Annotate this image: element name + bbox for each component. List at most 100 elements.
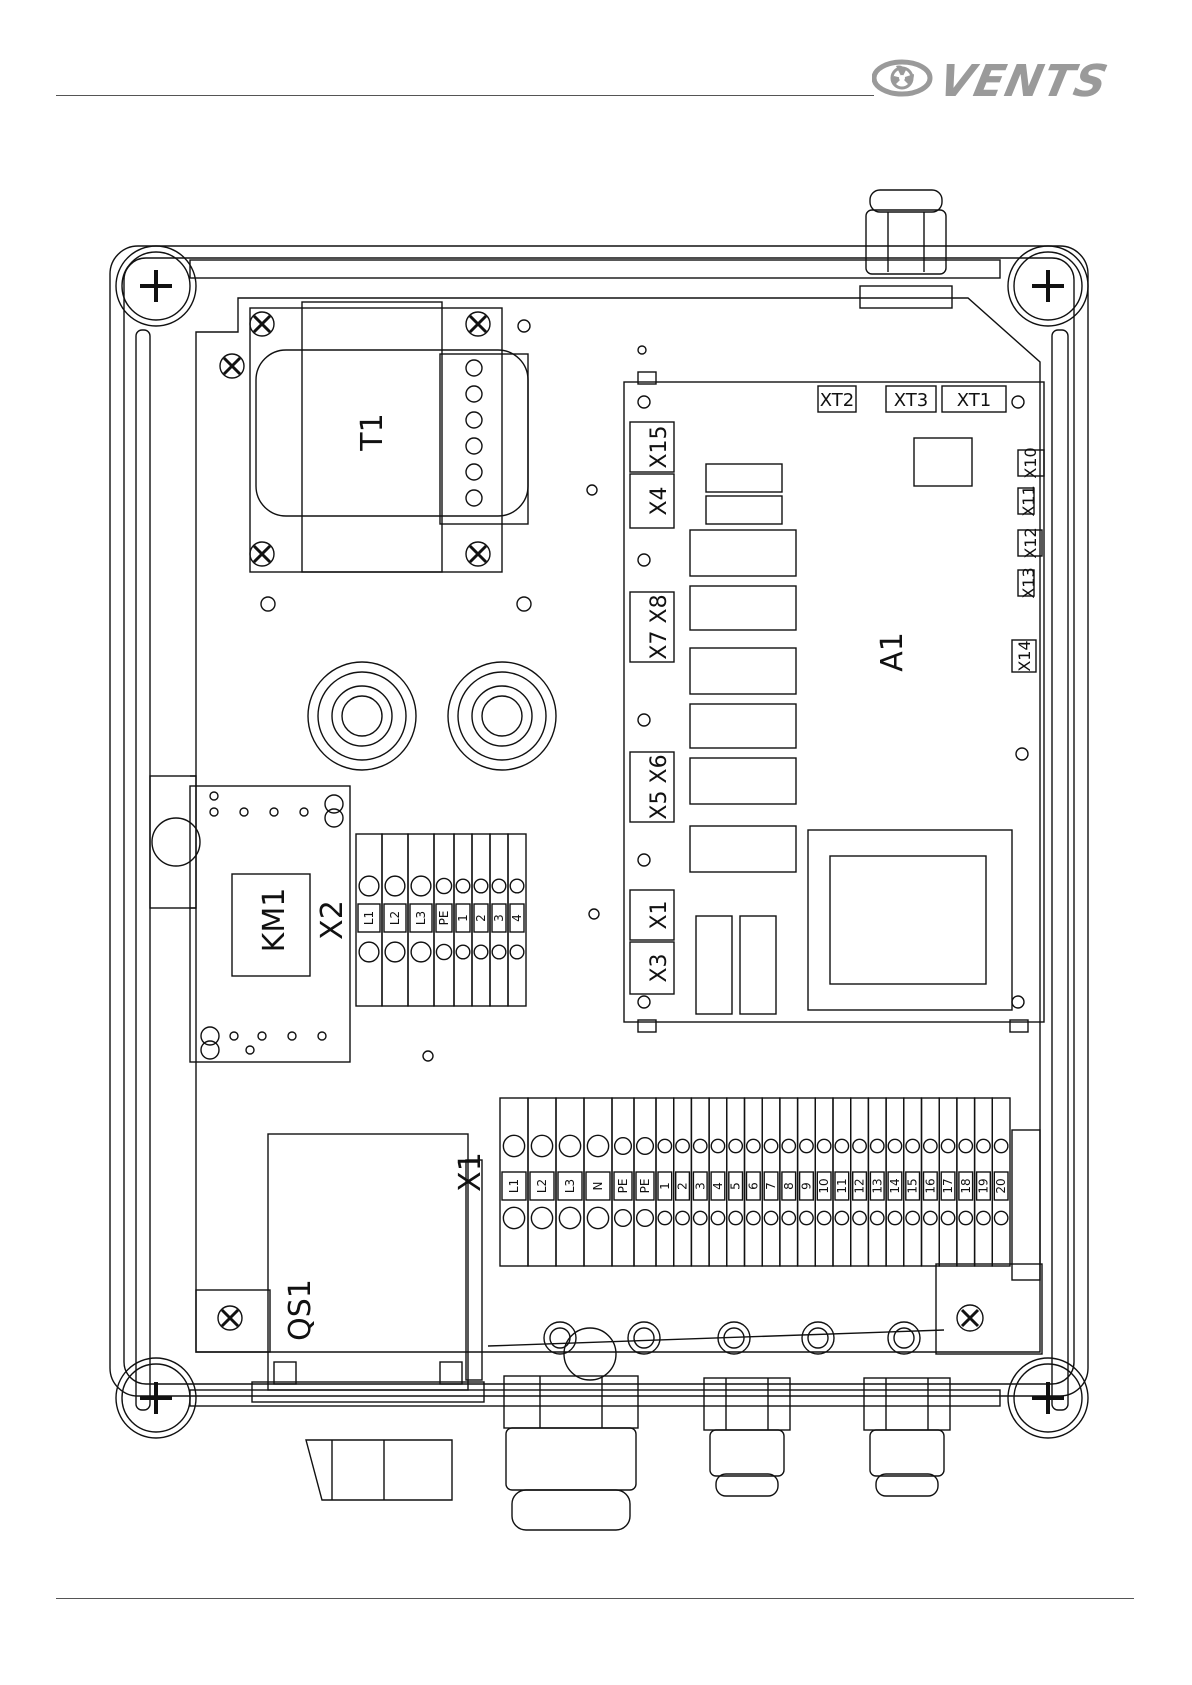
x1-terminal-label: 2 [676,1182,690,1190]
x1-terminal-label: 19 [976,1178,990,1193]
x2-terminal: L1 [356,834,382,1006]
x1-terminal-label: 6 [746,1182,760,1190]
x1-terminal-label: 20 [994,1178,1008,1193]
x1-terminal: 6 [745,1098,763,1266]
transformer-terminal-dots [466,360,482,506]
x1-terminal: 1 [656,1098,674,1266]
x1-terminal: 7 [762,1098,780,1266]
control-board-a1: XT2 XT3 XT1 X15 X4 X7 X8 X5 X6 X1 X3 X10… [624,346,1044,1032]
din-rail-vertical [150,776,196,908]
x1-terminal-label: 17 [941,1178,955,1193]
x1-terminal: 20 [992,1098,1010,1266]
corner-screw-icon [1008,1358,1088,1438]
x2-terminal: L2 [382,834,408,1006]
x1-terminal-label: N [591,1182,605,1191]
x1-terminal: 19 [975,1098,993,1266]
board-mounting-holes [638,346,1028,1008]
label-x1: X1 [453,1152,488,1192]
x1-terminal: L3 [556,1098,584,1266]
x2-terminal-label: 3 [492,914,506,922]
x1-terminal-label: 7 [764,1182,778,1190]
x1-terminal: 5 [727,1098,745,1266]
x1-terminal: 12 [851,1098,869,1266]
board-transformer [808,830,1012,1010]
x2-terminal: 1 [454,834,472,1006]
x1-terminal: N [584,1098,612,1266]
x2-terminal-label: 1 [456,914,470,922]
corner-screws [116,246,1088,1438]
board-relays [690,438,972,1014]
enclosure-side-rail-left [136,330,150,1410]
bottom-gland-nuts [488,1322,944,1380]
grommet-left [308,662,416,770]
enclosure-lid-seal-bottom [190,1390,1000,1406]
grommet-right [448,662,556,770]
label-x5-x6: X5 X6 [647,754,672,819]
x1-terminal-label: 8 [782,1182,796,1190]
x1-terminal-label: 15 [906,1178,920,1193]
contactor-dots-bottom [201,1027,326,1059]
x1-terminal-label: L1 [507,1179,521,1193]
pe-clamp [936,1130,1042,1354]
x2-terminal-label: 2 [474,914,488,922]
x1-terminal: 4 [709,1098,727,1266]
enclosure-lid-seal [190,260,1000,278]
enclosure-side-rail-right [1052,330,1068,1410]
label-x15: X15 [647,425,672,468]
label-x2: X2 [315,900,350,940]
x1-terminal-label: 1 [658,1182,672,1190]
x1-terminal: PE [612,1098,634,1266]
corner-screw-icon [116,1358,196,1438]
label-xt2: XT2 [820,390,854,411]
x1-terminal: 8 [780,1098,798,1266]
x1-terminal-label: 12 [853,1178,867,1193]
x1-terminal-label: 5 [729,1182,743,1190]
label-t1: T1 [355,413,390,451]
x1-terminal: 18 [957,1098,975,1266]
cable-gland-top [860,190,952,308]
label-x4: X4 [647,486,672,515]
label-x14: X14 [1015,640,1034,671]
x1-terminal: 11 [833,1098,851,1266]
label-x3: X3 [647,953,672,982]
contactor-dots-top [210,792,343,827]
transformer-t1: T1 [220,302,528,572]
x1-terminal: L1 [500,1098,528,1266]
label-x1-board: X1 [647,900,672,929]
x1-terminal-label: 9 [799,1182,813,1190]
label-xt3: XT3 [894,390,928,411]
x2-terminal-label: 4 [510,914,524,922]
x1-terminal-label: 11 [835,1178,849,1193]
label-km1: KM1 [257,888,292,953]
x2-terminal: 4 [508,834,526,1006]
x2-terminal-label: PE [437,911,451,926]
label-qs1: QS1 [283,1279,318,1341]
x2-terminal: 3 [490,834,508,1006]
x1-terminal: 16 [922,1098,940,1266]
x1-terminal: 10 [815,1098,833,1266]
x1-terminal: 15 [904,1098,922,1266]
label-x7-x8: X7 X8 [647,594,672,659]
x1-terminal-label: PE [638,1179,652,1194]
x1-terminal-label: L2 [535,1179,549,1193]
x1-terminal: 9 [798,1098,816,1266]
x2-terminal-label: L2 [388,911,402,925]
cable-gland-breaker [306,1440,452,1500]
x2-terminal: PE [434,834,454,1006]
x1-terminal: L2 [528,1098,556,1266]
x1-terminal-label: 14 [888,1178,902,1193]
x1-terminal: 14 [886,1098,904,1266]
x1-terminal-label: 16 [923,1178,937,1193]
label-a1: A1 [875,632,910,672]
x1-terminal: 13 [868,1098,886,1266]
x1-terminal-label: 3 [693,1182,707,1190]
x2-terminal: 2 [472,834,490,1006]
x2-terminal: L3 [408,834,434,1006]
x1-terminal-label: PE [616,1179,630,1194]
x1-terminal-label: 13 [870,1178,884,1193]
label-x10: X10 [1021,447,1040,478]
